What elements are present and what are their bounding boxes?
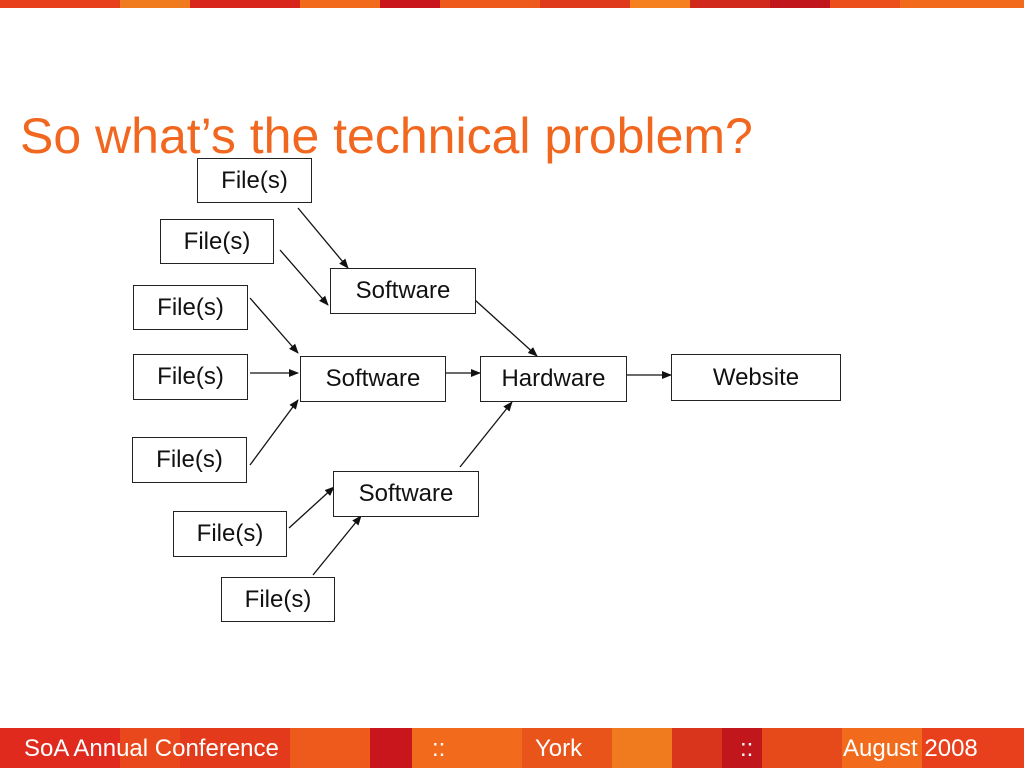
software-label: Software <box>358 480 454 507</box>
file-label: File(s) <box>157 363 224 390</box>
hardware-label: Hardware <box>501 365 606 392</box>
file-label: File(s) <box>196 520 264 547</box>
software-box: Software <box>333 471 479 517</box>
software-box: Software <box>300 356 446 402</box>
website-label: Website <box>712 363 800 391</box>
file-box: File(s) <box>173 511 287 557</box>
file-label: File(s) <box>157 293 224 321</box>
file-box: File(s) <box>133 354 248 400</box>
arrow-file5-to-software2 <box>249 399 299 466</box>
slide-title: So what’s the technical problem? <box>20 107 753 164</box>
file-label: File(s) <box>183 227 251 255</box>
arrow-file6-to-software3 <box>288 486 335 529</box>
footer-separator: :: <box>432 735 446 762</box>
arrow-file3-to-software2 <box>249 297 299 354</box>
arrow-file2-to-software1 <box>279 249 329 306</box>
software-label: Software <box>355 277 451 304</box>
footer-date: August 2008 <box>843 735 978 762</box>
workflow-diagram: File(s) File(s) File(s) File(s) File(s) … <box>132 158 841 622</box>
arrow-software1-to-hardware <box>474 299 538 357</box>
file-box: File(s) <box>133 285 248 330</box>
file-box: File(s) <box>160 219 274 264</box>
file-label: File(s) <box>244 585 312 613</box>
footer-band <box>0 728 1024 768</box>
connector-arrows <box>249 207 672 576</box>
file-box: File(s) <box>132 437 247 483</box>
arrow-file7-to-software3 <box>312 515 362 576</box>
hardware-box: Hardware <box>480 356 627 402</box>
file-box: File(s) <box>221 577 335 622</box>
software-label: Software <box>325 365 421 392</box>
footer-separator: :: <box>740 735 754 762</box>
arrow-file1-to-software1 <box>297 207 349 269</box>
website-box: Website <box>671 354 841 401</box>
file-box: File(s) <box>197 158 312 203</box>
file-label: File(s) <box>156 446 223 473</box>
software-box: Software <box>330 268 476 314</box>
top-color-band <box>0 0 1024 8</box>
arrow-software3-to-hardware <box>459 401 513 468</box>
footer-conference: SoA Annual Conference <box>24 735 279 762</box>
footer-location: York <box>535 735 583 762</box>
file-label: File(s) <box>221 166 288 194</box>
